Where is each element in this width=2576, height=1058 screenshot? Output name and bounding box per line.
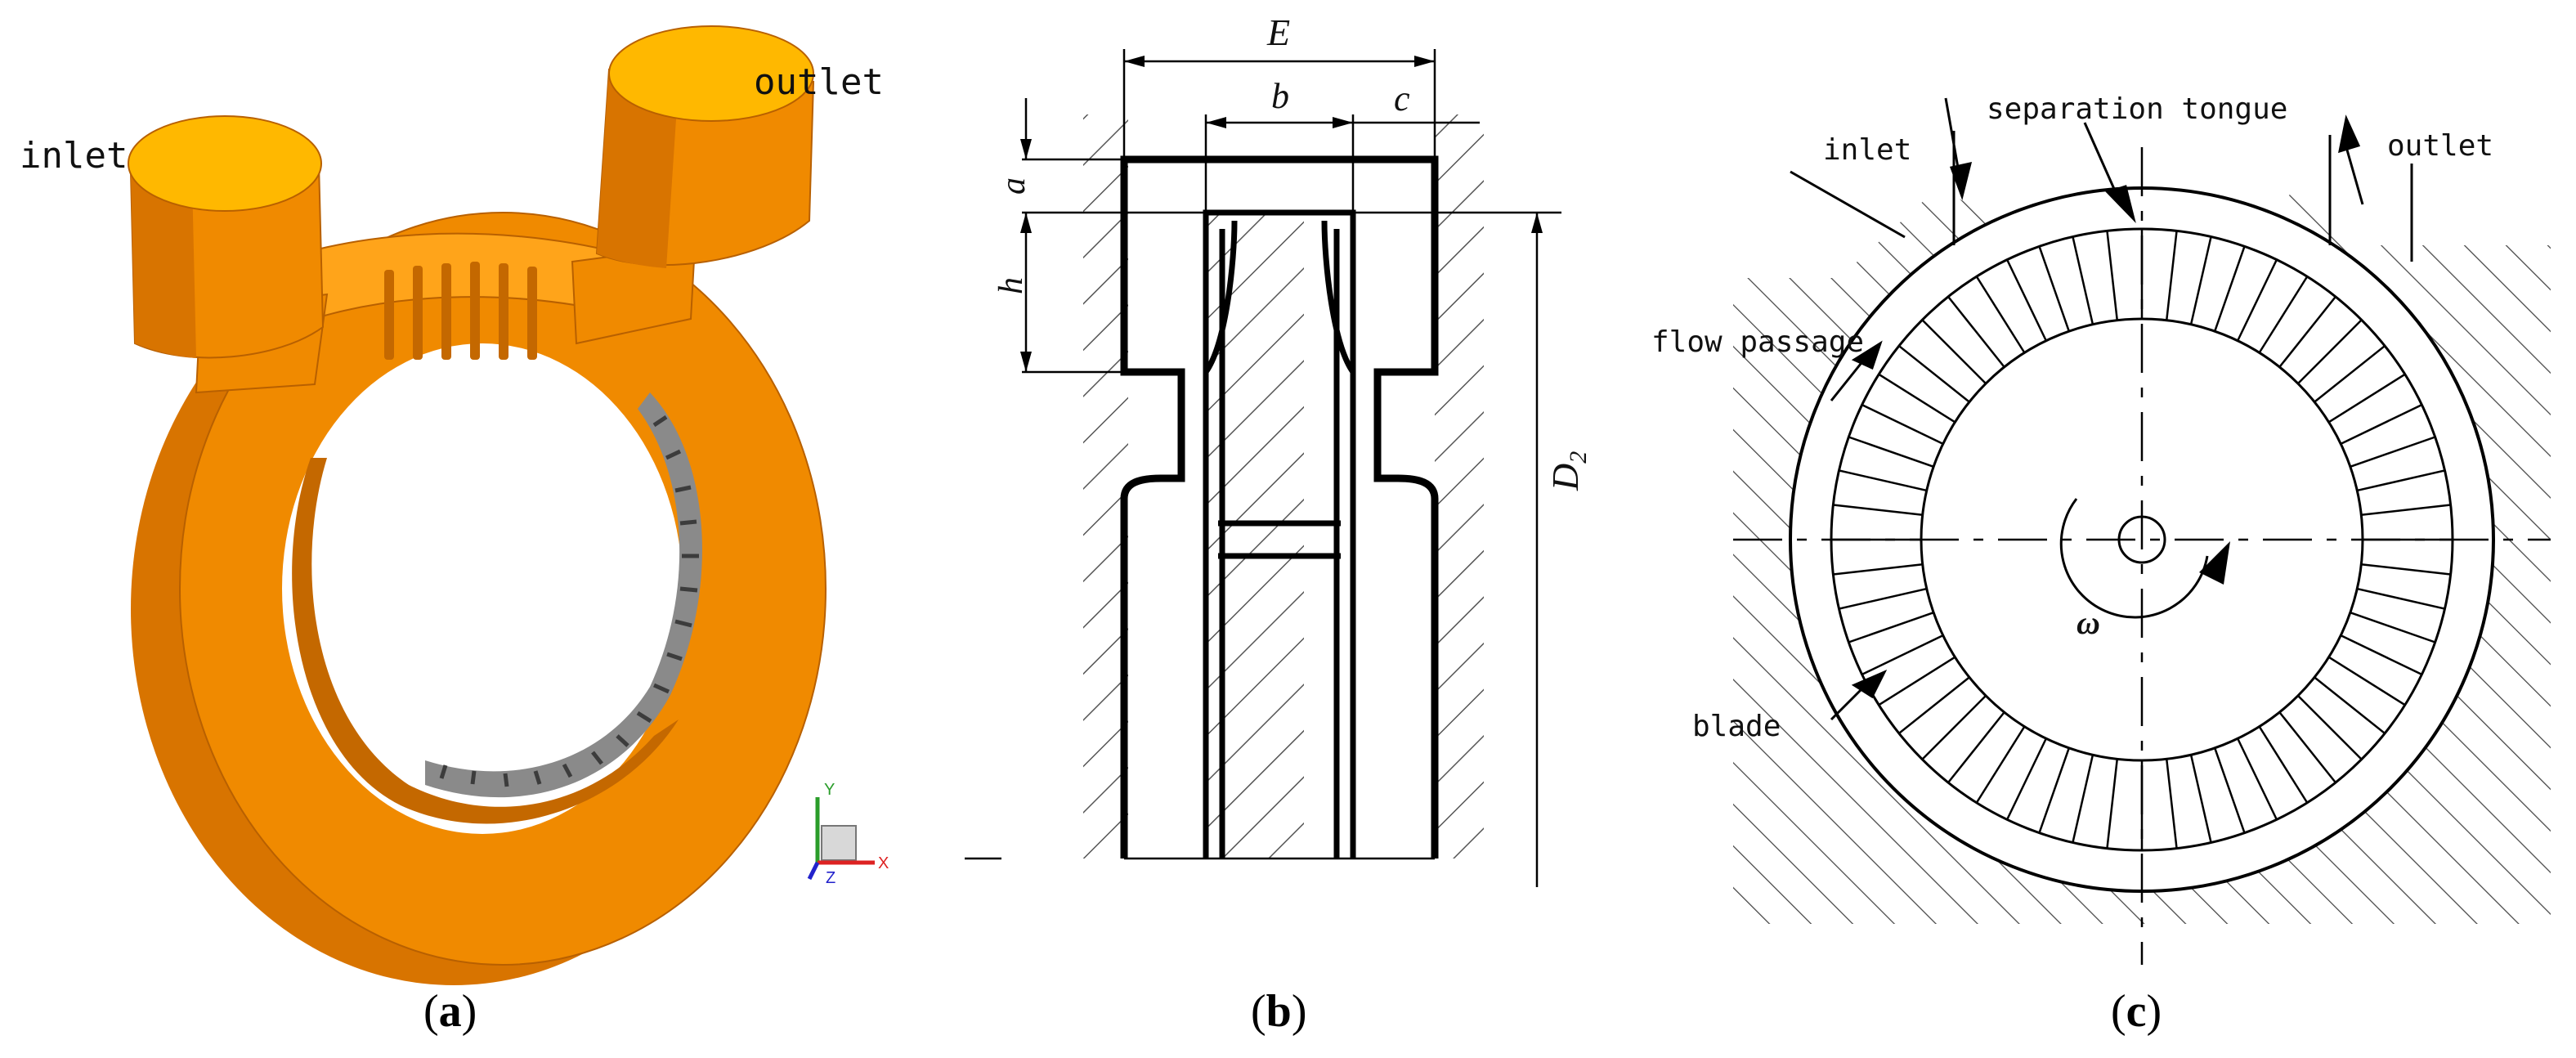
blade-line bbox=[2258, 725, 2309, 804]
blade-line bbox=[1833, 563, 1923, 576]
panel-b-cross-section: E b c a h D2 (b) bbox=[924, 0, 1594, 1058]
blade-line bbox=[2005, 737, 2047, 820]
blade-line bbox=[2165, 759, 2178, 849]
dim-a-label: a bbox=[995, 177, 1033, 195]
blade-line bbox=[1898, 676, 1970, 734]
blade-line bbox=[2340, 634, 2422, 676]
blade-line bbox=[1878, 373, 1956, 424]
saddle-slots bbox=[384, 262, 537, 360]
svg-text:Y: Y bbox=[824, 781, 835, 799]
blade-line bbox=[2258, 276, 2309, 354]
dim-E-label: E bbox=[1266, 11, 1290, 53]
inlet-port bbox=[128, 115, 329, 394]
blade-band bbox=[425, 392, 702, 798]
dim-b-label: b bbox=[1271, 76, 1289, 116]
casing-hatch bbox=[1733, 188, 2551, 924]
blade-line bbox=[2314, 345, 2386, 403]
blade-line bbox=[2297, 695, 2363, 760]
blade-line bbox=[2327, 656, 2406, 706]
blade-line bbox=[2237, 737, 2278, 820]
blade-line bbox=[1898, 345, 1970, 403]
blade-line bbox=[2356, 469, 2445, 492]
blade-line bbox=[2350, 611, 2436, 643]
flow-passage-label: flow passage bbox=[1651, 325, 1864, 359]
rotation-arrowhead-icon bbox=[2199, 541, 2230, 585]
blade-line bbox=[1921, 695, 1987, 760]
housing-right-hatch bbox=[1435, 114, 1484, 859]
blade-line bbox=[1947, 711, 2005, 783]
panel-a-3d-model: inlet outlet Y X Z (a) bbox=[0, 0, 924, 1058]
blade-line bbox=[1861, 634, 1944, 676]
blade-line bbox=[1861, 403, 1944, 445]
blade-line bbox=[1848, 611, 1934, 643]
blade-lines bbox=[439, 415, 699, 787]
caption-c: (c) bbox=[2111, 986, 2162, 1037]
tongue-label: separation tongue bbox=[1987, 92, 2287, 126]
blade-line bbox=[2350, 436, 2436, 468]
blade-line bbox=[2072, 754, 2094, 843]
blade-line bbox=[1975, 725, 2026, 804]
blade-line bbox=[2165, 231, 2178, 321]
blade-line bbox=[2356, 587, 2445, 610]
blade-line bbox=[2106, 759, 2119, 849]
dimension-arrows bbox=[1020, 56, 1543, 372]
impeller-outline bbox=[1203, 209, 1356, 859]
outlet-port bbox=[571, 25, 815, 345]
blade-line bbox=[1975, 276, 2026, 354]
blade-line bbox=[2072, 236, 2094, 325]
dim-D2-label: D2 bbox=[1544, 451, 1592, 491]
blade-line bbox=[1848, 436, 1934, 468]
inlet-label-c: inlet bbox=[1823, 133, 1911, 167]
blade-line bbox=[2278, 296, 2336, 368]
blade-line bbox=[2213, 245, 2246, 332]
blade-line bbox=[2340, 403, 2422, 445]
axis-triad-icon: Y X Z bbox=[807, 781, 889, 887]
blade-line bbox=[2314, 676, 2386, 734]
blade-line bbox=[2005, 259, 2047, 342]
center-lines bbox=[1733, 147, 2551, 965]
blade-line bbox=[1947, 296, 2005, 368]
caption-a: (a) bbox=[423, 986, 477, 1037]
blade-line bbox=[2278, 711, 2336, 783]
svg-text:X: X bbox=[878, 854, 889, 872]
dimension-lines bbox=[965, 49, 1561, 887]
blade-line bbox=[2038, 245, 2071, 332]
blade-line bbox=[2106, 231, 2119, 321]
casing-outline bbox=[1120, 155, 1439, 859]
blade-line bbox=[2327, 373, 2406, 424]
outlet-label-c: outlet bbox=[2387, 129, 2493, 163]
caption-b: (b) bbox=[1251, 986, 1306, 1037]
dim-c-label: c bbox=[1394, 78, 1410, 119]
blade-line bbox=[2361, 504, 2451, 517]
blade-line bbox=[2189, 754, 2212, 843]
svg-text:Z: Z bbox=[826, 869, 836, 887]
rotation-arc bbox=[2059, 498, 2209, 619]
shaft-circle bbox=[2117, 515, 2166, 564]
blade-line bbox=[1878, 656, 1956, 706]
ring-hole bbox=[282, 343, 683, 834]
blade-line bbox=[2237, 259, 2278, 342]
blade-line bbox=[1839, 469, 1928, 492]
blade-line bbox=[1833, 504, 1923, 517]
blade-line bbox=[2361, 563, 2451, 576]
blade-line bbox=[2297, 319, 2363, 384]
blade-line bbox=[1839, 587, 1928, 610]
blade-line bbox=[1921, 319, 1987, 384]
dim-h-label: h bbox=[992, 277, 1030, 294]
blade-label: blade bbox=[1692, 710, 1781, 743]
omega-label: ω bbox=[2076, 604, 2100, 641]
inlet-label: inlet bbox=[20, 135, 128, 177]
blade-line bbox=[2213, 747, 2246, 834]
blade-line bbox=[2189, 236, 2212, 325]
panel-c-schematic: separation tongue inlet outlet flow pass… bbox=[1594, 0, 2576, 1058]
flow-arrows bbox=[1830, 97, 2364, 721]
outlet-label: outlet bbox=[754, 61, 884, 103]
blade-line bbox=[2038, 747, 2071, 834]
